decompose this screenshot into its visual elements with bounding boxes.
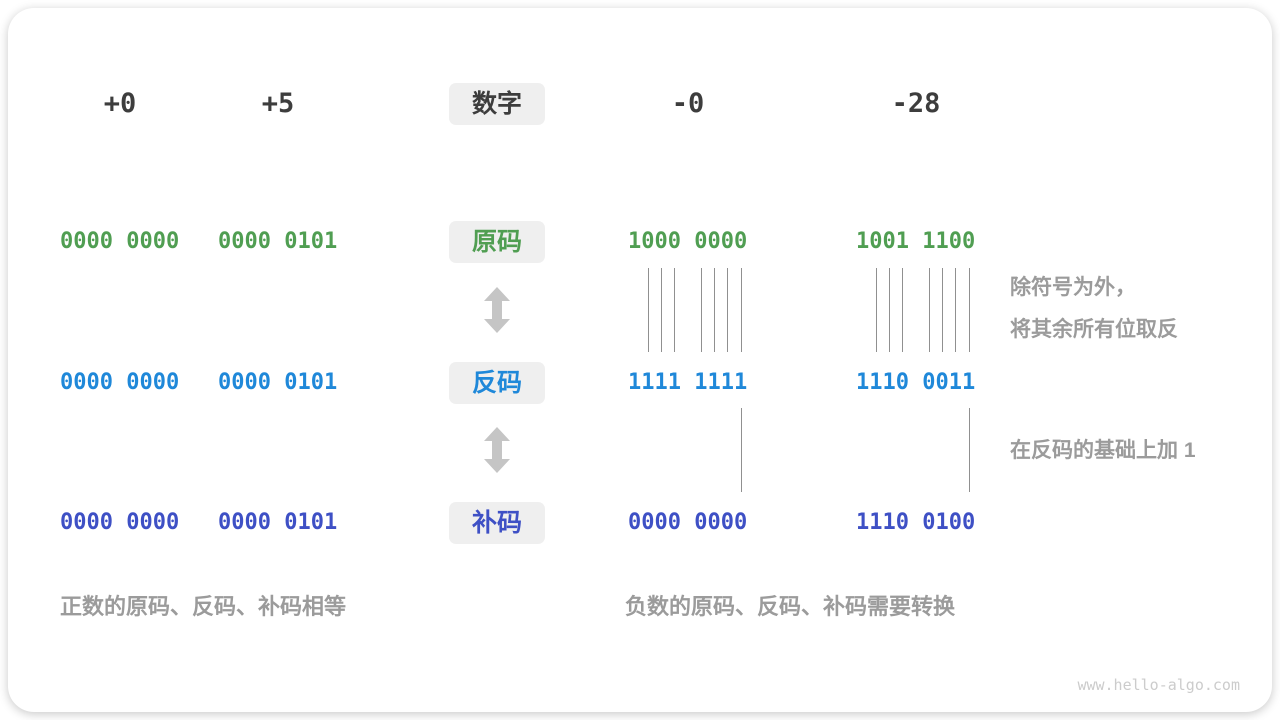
header-badge-number: 数字 — [449, 83, 545, 125]
binary-twos-complement-minus0: 0000 0000 — [628, 510, 748, 535]
badge-twos-complement: 补码 — [449, 502, 545, 544]
note-add-one: 在反码的基础上加 1 — [1010, 439, 1196, 462]
binary-sign-magnitude-plus0: 0000 0000 — [60, 229, 180, 254]
binary-sign-magnitude-plus5: 0000 0101 — [218, 229, 338, 254]
binary-sign-magnitude-minus28: 1001 1100 — [856, 229, 976, 254]
invert-line — [674, 268, 675, 352]
binary-twos-complement-plus5: 0000 0101 — [218, 510, 338, 535]
binary-sign-magnitude-minus0: 1000 0000 — [628, 229, 748, 254]
invert-line — [929, 268, 930, 352]
invert-line — [661, 268, 662, 352]
header-number-minus28: -28 — [891, 88, 941, 119]
invert-line — [889, 268, 890, 352]
caption-negative: 负数的原码、反码、补码需要转换 — [625, 594, 956, 619]
binary-ones-complement-plus5: 0000 0101 — [218, 370, 338, 395]
add-one-line — [969, 408, 970, 492]
note-invert-line2: 将其余所有位取反 — [1010, 318, 1178, 341]
invert-line — [727, 268, 728, 352]
binary-ones-complement-plus0: 0000 0000 — [60, 370, 180, 395]
header-number-plus5: +5 — [261, 88, 295, 119]
note-invert-line1: 除符号为外， — [1010, 276, 1136, 299]
invert-line — [902, 268, 903, 352]
invert-line — [648, 268, 649, 352]
binary-ones-complement-minus0: 1111 1111 — [628, 370, 748, 395]
invert-line — [741, 268, 742, 352]
binary-twos-complement-minus28: 1110 0100 — [856, 510, 976, 535]
double-arrow-icon — [484, 427, 510, 473]
invert-line — [955, 268, 956, 352]
badge-ones-complement: 反码 — [449, 362, 545, 404]
invert-line — [701, 268, 702, 352]
diagram-card — [8, 8, 1272, 712]
double-arrow-icon — [484, 287, 510, 333]
binary-twos-complement-plus0: 0000 0000 — [60, 510, 180, 535]
header-number-minus0: -0 — [671, 88, 705, 119]
invert-line — [942, 268, 943, 352]
caption-positive: 正数的原码、反码、补码相等 — [60, 594, 347, 619]
watermark: www.hello-algo.com — [1077, 676, 1240, 694]
badge-sign-magnitude: 原码 — [449, 221, 545, 263]
add-one-line — [741, 408, 742, 492]
invert-line — [876, 268, 877, 352]
header-number-plus0: +0 — [103, 88, 137, 119]
invert-line — [714, 268, 715, 352]
binary-ones-complement-minus28: 1110 0011 — [856, 370, 976, 395]
invert-line — [969, 268, 970, 352]
